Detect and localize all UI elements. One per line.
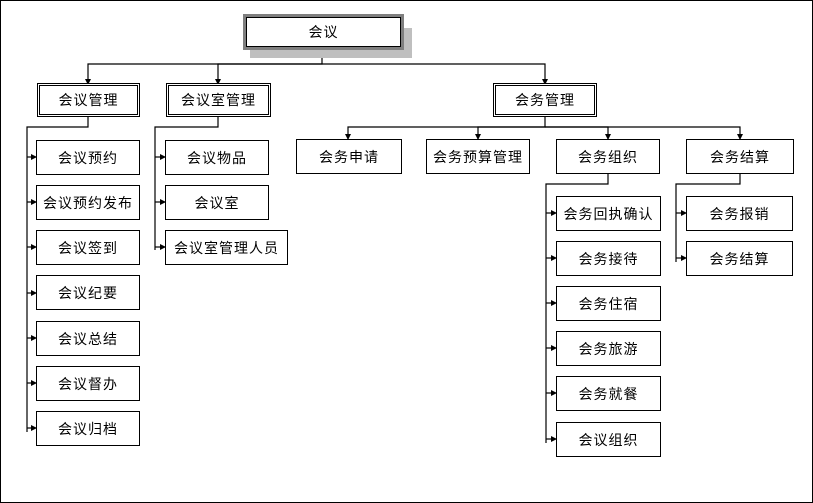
- node-label: 会议督办: [58, 376, 118, 393]
- node-label: 会务组织: [578, 149, 638, 166]
- node-label: 会议纪要: [58, 285, 118, 302]
- node-affairs-reimbursement: 会务报销: [686, 196, 793, 231]
- node-affairs-settlement: 会务结算: [686, 139, 794, 174]
- node-label: 会务申请: [319, 149, 379, 166]
- node-affairs-receipt-confirm: 会务回执确认: [556, 196, 661, 231]
- node-label: 会议签到: [58, 240, 118, 257]
- node-affairs-lodging: 会务住宿: [556, 286, 661, 321]
- node-label: 会议预约: [58, 150, 118, 167]
- node-meeting-supervision: 会议督办: [36, 366, 140, 401]
- node-affairs-budget: 会务预算管理: [426, 139, 530, 174]
- node-label: 会务结算: [710, 149, 770, 166]
- node-label: 会议预约发布: [43, 195, 133, 212]
- node-meeting-items: 会议物品: [165, 140, 269, 175]
- node-label: 会议室管理: [181, 93, 256, 109]
- node-label: 会务预算管理: [433, 149, 523, 166]
- node-label: 会务回执确认: [563, 206, 654, 223]
- node-meeting-organization: 会议组织: [556, 422, 661, 457]
- node-label: 会议管理: [58, 93, 119, 109]
- node-label: 会务报销: [709, 206, 770, 223]
- node-meeting-booking: 会议预约: [36, 140, 140, 175]
- node-label: 会务管理: [515, 93, 575, 109]
- node-label: 会务旅游: [578, 341, 639, 358]
- node-label: 会议总结: [58, 331, 118, 348]
- node-label: 会议归档: [58, 421, 118, 438]
- node-label: 会务住宿: [578, 296, 639, 313]
- node-meeting-archive: 会议归档: [36, 411, 140, 446]
- node-meeting-checkin: 会议签到: [36, 230, 140, 265]
- node-label: 会务接待: [578, 251, 639, 268]
- node-meeting-room-staff: 会议室管理人员: [165, 230, 288, 265]
- node-label: 会务就餐: [578, 386, 639, 403]
- node-label: 会议室管理人员: [174, 240, 279, 257]
- node-affairs-management: 会务管理: [493, 83, 597, 117]
- root-node: 会议: [243, 14, 404, 50]
- node-affairs-dining: 会务就餐: [556, 376, 661, 411]
- node-meeting-booking-publish: 会议预约发布: [36, 185, 140, 220]
- node-affairs-organization: 会务组织: [556, 139, 660, 174]
- node-affairs-reception: 会务接待: [556, 241, 661, 276]
- root-node-label: 会议: [308, 25, 339, 41]
- node-label: 会议室: [194, 195, 240, 212]
- node-meeting-minutes: 会议纪要: [36, 275, 140, 310]
- node-meeting-room: 会议室: [165, 185, 269, 220]
- node-affairs-application: 会务申请: [296, 139, 402, 174]
- node-label: 会议物品: [187, 150, 247, 167]
- node-meeting-management: 会议管理: [37, 83, 140, 117]
- node-meeting-room-management: 会议室管理: [166, 83, 271, 117]
- node-label: 会务结算: [709, 251, 770, 268]
- node-affairs-travel: 会务旅游: [556, 331, 661, 366]
- node-affairs-final-settlement: 会务结算: [686, 241, 793, 276]
- node-label: 会议组织: [578, 432, 639, 449]
- node-meeting-summary: 会议总结: [36, 321, 140, 356]
